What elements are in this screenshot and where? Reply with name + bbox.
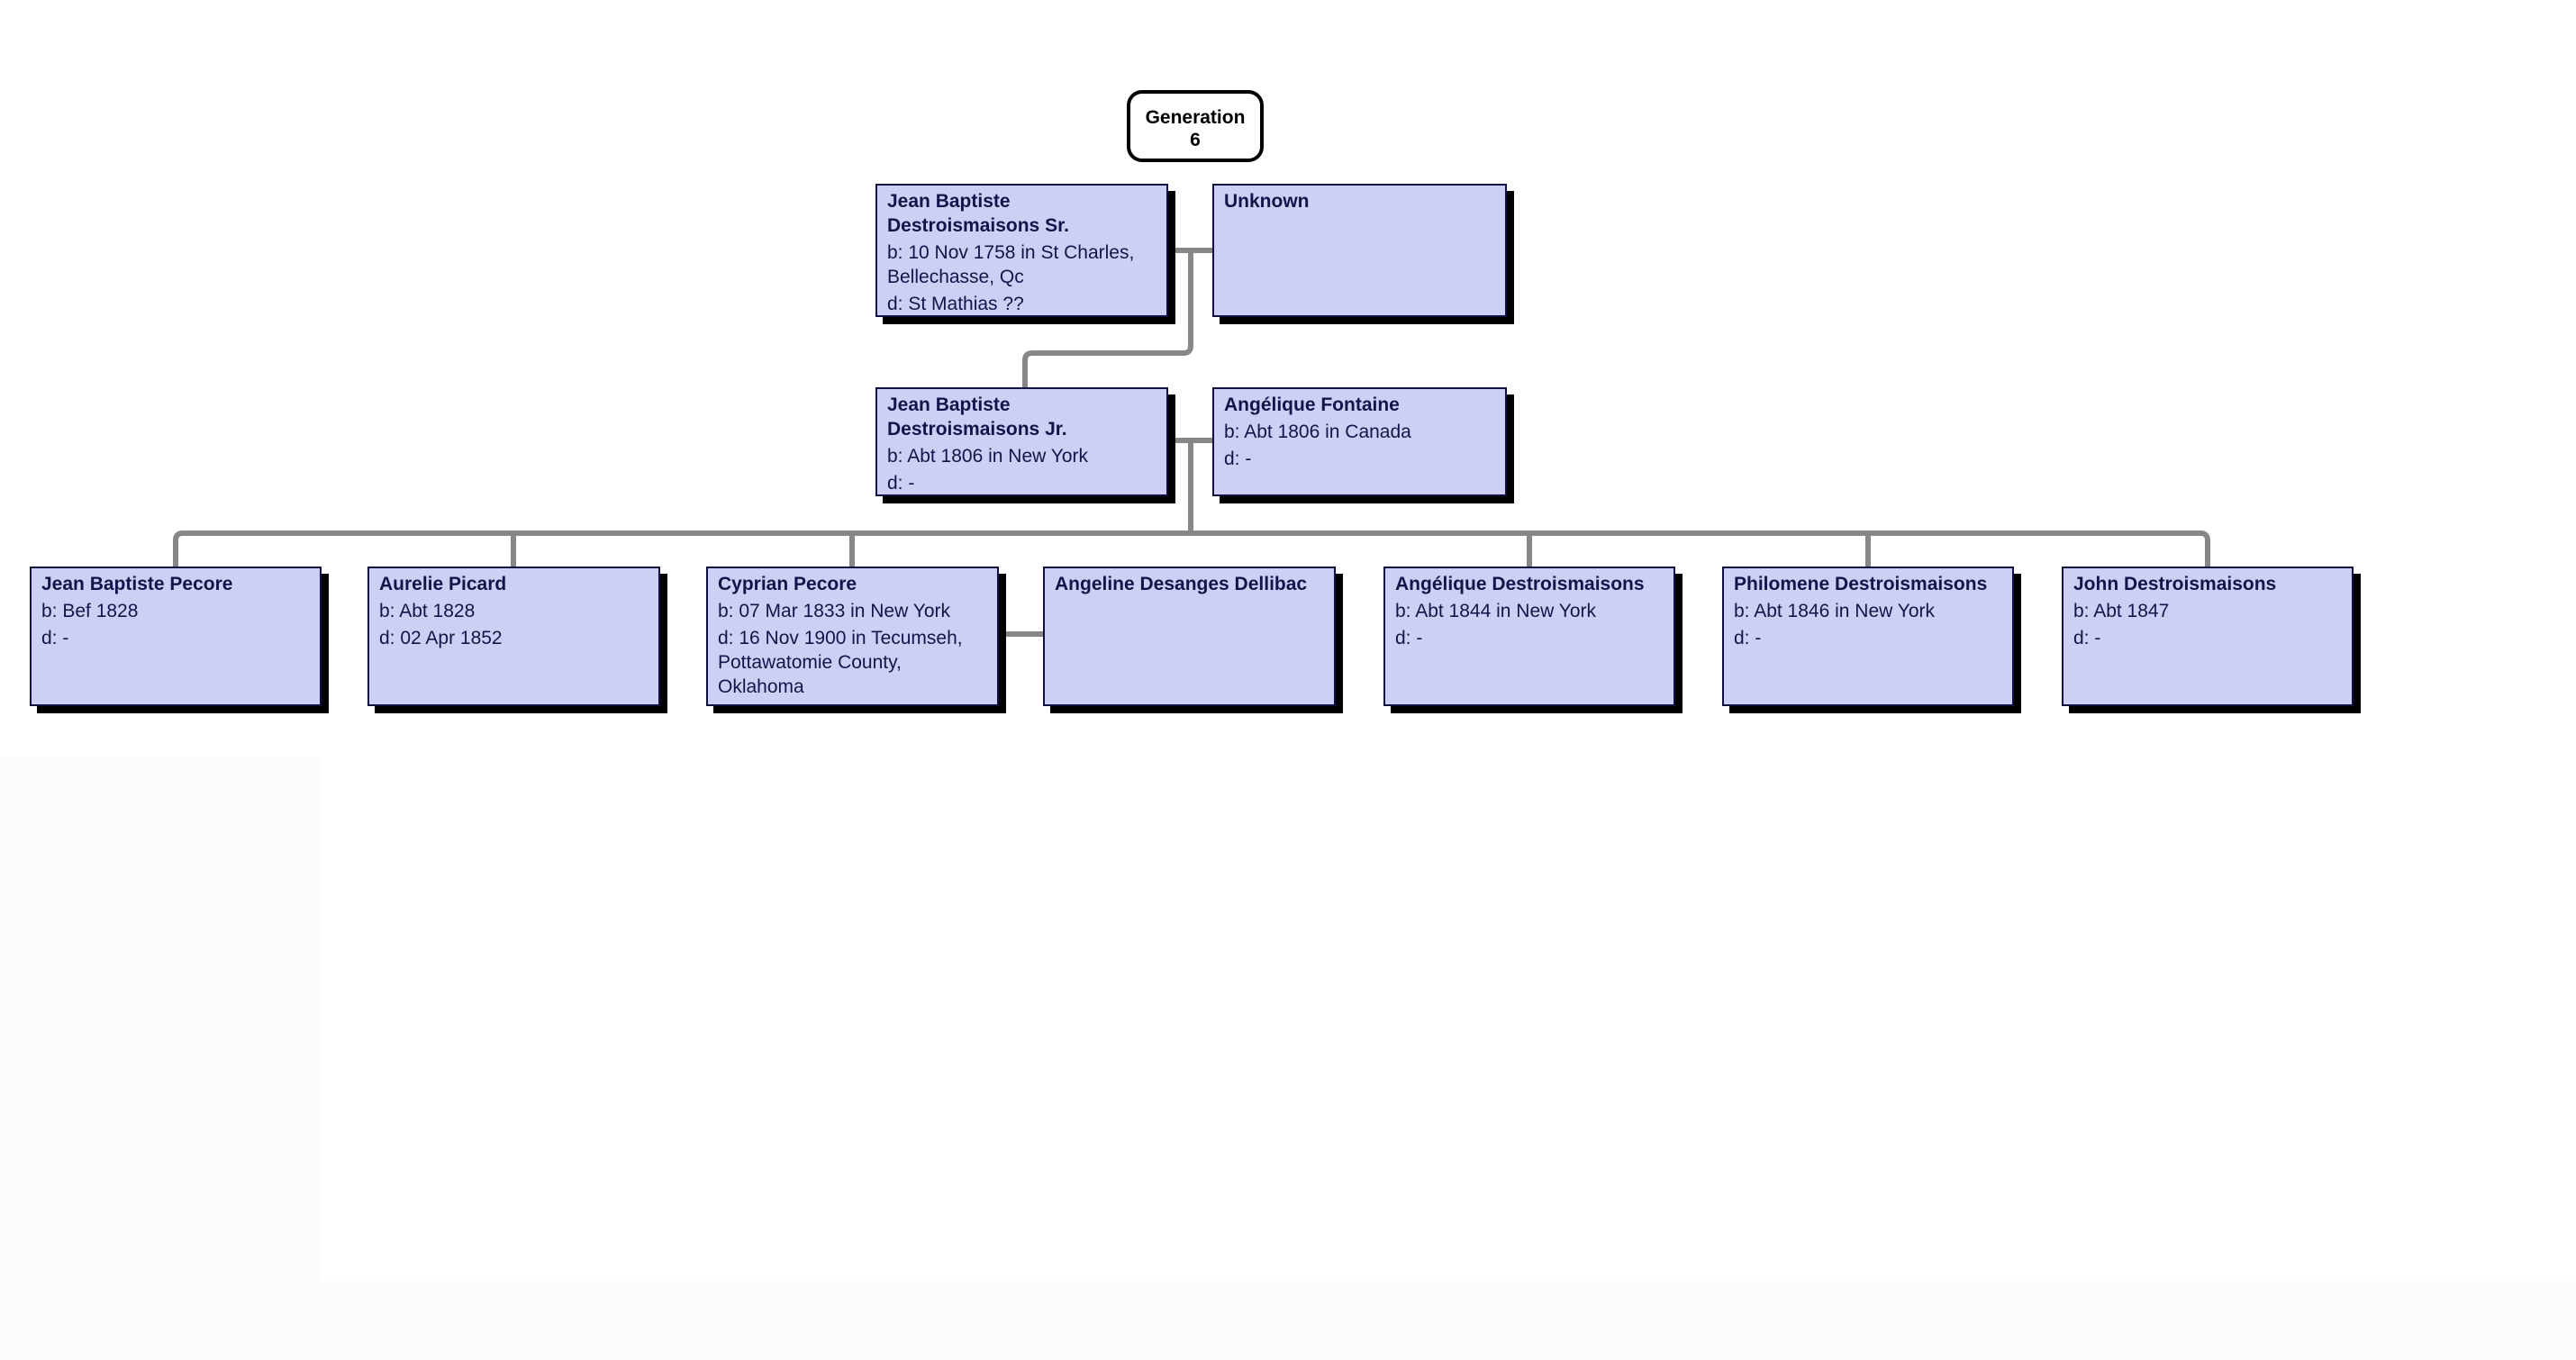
person-birth: b: Abt 1828 (379, 601, 476, 621)
generation-label-line2: 6 (1190, 130, 1201, 150)
person-box-philomene-destroismaisons[interactable]: Philomene Destroismaisons b: Abt 1846 in… (1722, 567, 2014, 706)
person-box-jean-baptiste-destroismaisons-sr[interactable]: Jean Baptiste Destroismaisons Sr. b: 10 … (875, 184, 1168, 317)
person-box-angeline-desanges-dellibac[interactable]: Angeline Desanges Dellibac (1043, 567, 1336, 706)
person-birth: b: Bef 1828 (41, 601, 139, 621)
person-death: d: - (887, 473, 915, 494)
person-box-aurelie-picard[interactable]: Aurelie Picard b: Abt 1828 d: 02 Apr 185… (367, 567, 660, 706)
generation-label-line1: Generation (1145, 107, 1246, 128)
page-bottom-tint (0, 1282, 2576, 1360)
person-death: d: - (1224, 449, 1252, 469)
page-left-tint (0, 757, 321, 1360)
person-box-angelique-destroismaisons[interactable]: Angélique Destroismaisons b: Abt 1844 in… (1383, 567, 1675, 706)
person-box-cyprian-pecore[interactable]: Cyprian Pecore b: 07 Mar 1833 in New Yor… (706, 567, 999, 706)
person-birth: b: Abt 1806 in New York (887, 446, 1088, 467)
person-box-jean-baptiste-pecore[interactable]: Jean Baptiste Pecore b: Bef 1828 d: - (30, 567, 322, 706)
person-box-john-destroismaisons[interactable]: John Destroismaisons b: Abt 1847 d: - (2062, 567, 2354, 706)
person-birth: b: 07 Mar 1833 in New York (718, 601, 950, 621)
person-name: Jean Baptiste Destroismaisons Sr. (887, 191, 1069, 236)
person-name: Philomene Destroismaisons (1734, 574, 1988, 594)
person-name: Cyprian Pecore (718, 574, 857, 594)
descent-line-gen6-to-gen5 (1022, 250, 1193, 389)
person-birth: b: 10 Nov 1758 in St Charles, Bellechass… (887, 242, 1135, 287)
person-box-unknown[interactable]: Unknown (1212, 184, 1507, 317)
person-death: d: St Mathias ?? (887, 294, 1024, 314)
person-death: d: - (41, 628, 69, 648)
person-name: Angeline Desanges Dellibac (1055, 574, 1308, 594)
person-name: Unknown (1224, 191, 1310, 212)
person-name: Aurelie Picard (379, 574, 507, 594)
generation-label-box: Generation 6 (1127, 90, 1264, 162)
person-birth: b: Abt 1844 in New York (1395, 601, 1596, 621)
person-name: Jean Baptiste Destroismaisons Jr. (887, 394, 1067, 440)
person-death: d: - (1395, 628, 1423, 648)
person-birth: b: Abt 1806 in Canada (1224, 422, 1411, 442)
person-death: d: 16 Nov 1900 in Tecumseh, Pottawatomie… (718, 628, 963, 697)
person-birth: b: Abt 1847 (2073, 601, 2170, 621)
person-death: d: - (1734, 628, 1762, 648)
person-name: Jean Baptiste Pecore (41, 574, 233, 594)
person-name: John Destroismaisons (2073, 574, 2277, 594)
person-box-jean-baptiste-destroismaisons-jr[interactable]: Jean Baptiste Destroismaisons Jr. b: Abt… (875, 387, 1168, 496)
person-death: d: 02 Apr 1852 (379, 628, 503, 648)
person-name: Angélique Destroismaisons (1395, 574, 1645, 594)
person-name: Angélique Fontaine (1224, 394, 1400, 415)
sibling-line (173, 530, 2210, 568)
person-box-angelique-fontaine[interactable]: Angélique Fontaine b: Abt 1806 in Canada… (1212, 387, 1507, 496)
person-birth: b: Abt 1846 in New York (1734, 601, 1935, 621)
person-death: d: - (2073, 628, 2101, 648)
